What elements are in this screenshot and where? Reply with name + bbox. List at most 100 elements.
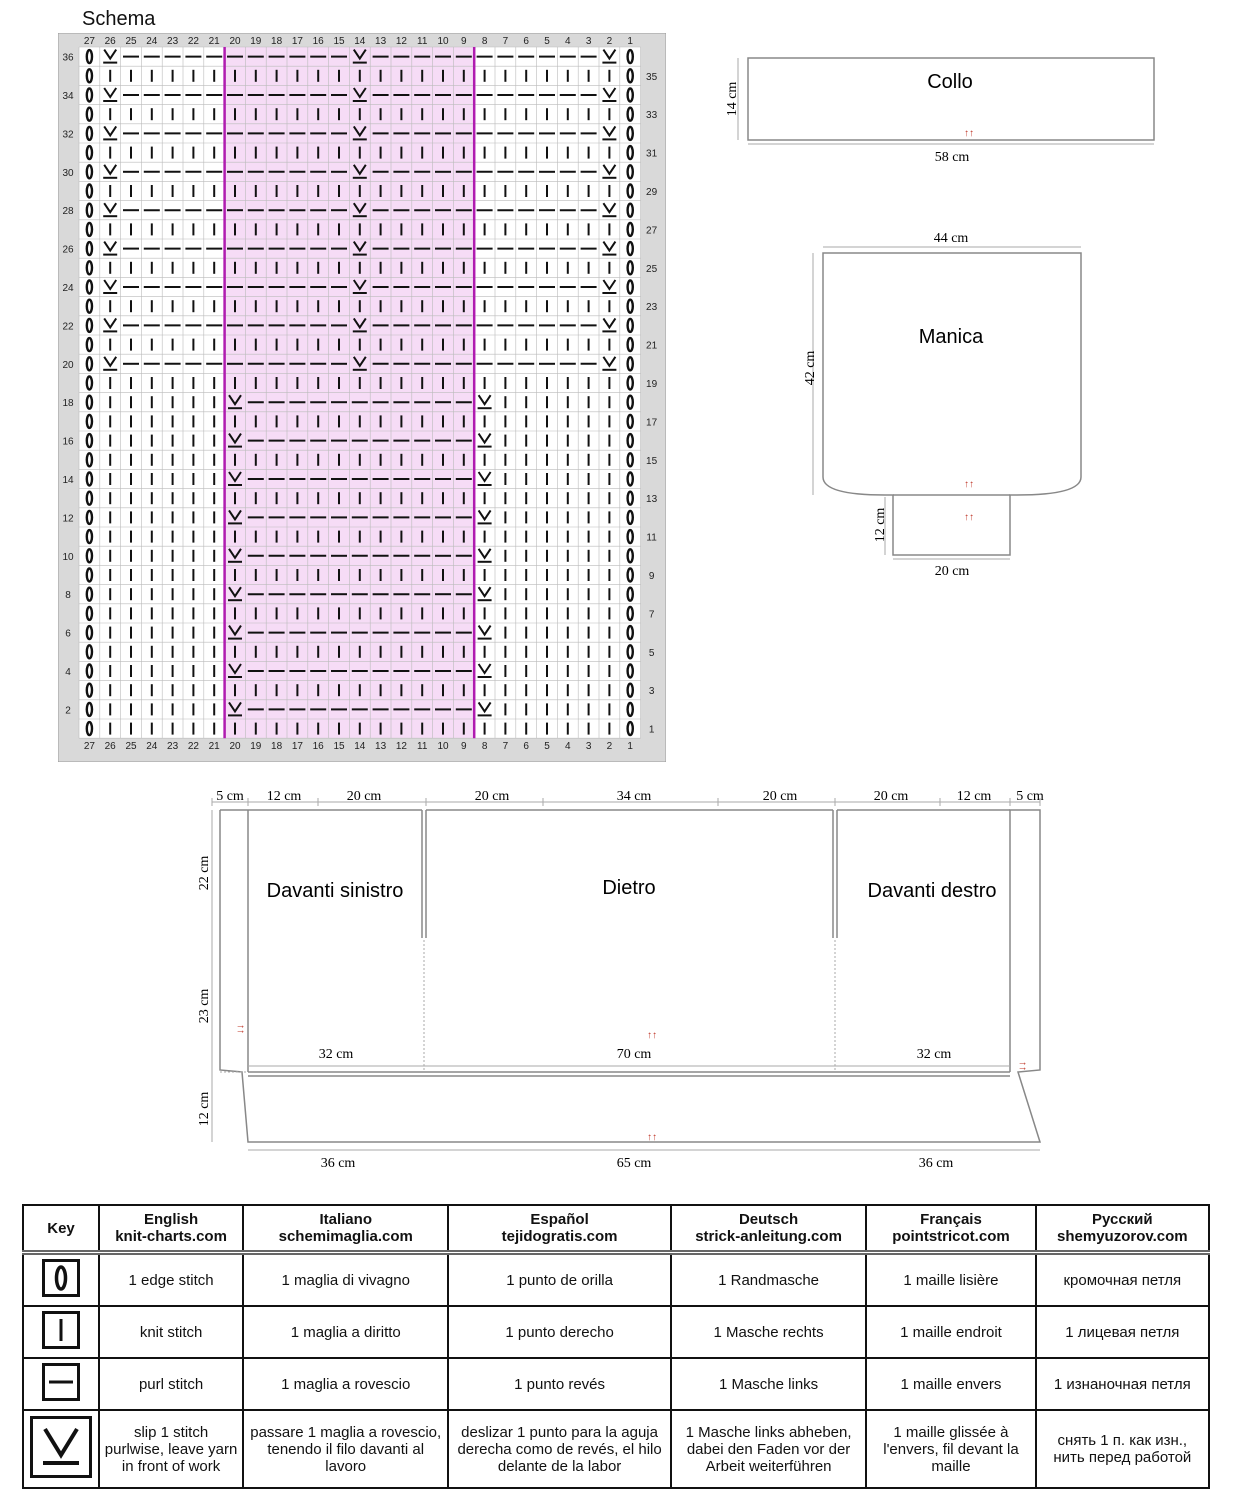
row-number: 21: [646, 341, 658, 352]
row-number: 29: [646, 187, 658, 198]
edge-stitch-mark: [85, 528, 94, 545]
edge-stitch-mark: [626, 663, 635, 679]
edge-stitch-mark: [626, 394, 635, 410]
column-number: 2: [607, 36, 613, 47]
row-number: 13: [646, 494, 658, 505]
edge-stitch-mark: [85, 125, 94, 142]
row-number: 35: [646, 72, 658, 83]
column-number: 13: [375, 741, 387, 752]
edge-stitch-mark: [626, 106, 635, 122]
slip-purlwise-mark: [602, 49, 617, 61]
column-number: 27: [84, 36, 96, 47]
slip-purlwise-mark: [477, 394, 492, 407]
slip-purlwise-mark: [602, 279, 617, 291]
dim-left-2: 23 cm: [197, 989, 212, 1024]
column-number: 26: [105, 36, 117, 47]
chart-title: Schema: [82, 8, 156, 30]
edge-stitch-mark: [626, 452, 635, 468]
edge-stitch-mark: [626, 202, 635, 218]
edge-stitch-mark: [626, 720, 635, 737]
svg-text:↑↑: ↑↑: [1017, 1061, 1028, 1071]
slip-purlwise-mark: [103, 279, 118, 291]
slip-purlwise-mark: [103, 317, 118, 330]
column-number: 17: [292, 36, 304, 47]
dim-waist-1: 32 cm: [319, 1047, 354, 1062]
slip-purlwise-mark: [352, 202, 367, 215]
column-number: 11: [417, 36, 428, 47]
edge-stitch-mark: [626, 87, 635, 103]
row-number: 2: [65, 705, 71, 716]
slip-purlwise-mark: [352, 241, 367, 253]
edge-stitch-mark: [85, 394, 94, 410]
column-number: 4: [565, 741, 571, 752]
column-number: 10: [437, 741, 449, 752]
column-number: 10: [437, 36, 449, 47]
column-number: 1: [627, 36, 633, 47]
column-number: 25: [125, 36, 137, 47]
row-number: 18: [62, 398, 74, 409]
dim-top-7: 20 cm: [874, 789, 909, 804]
row-number: 36: [62, 53, 74, 64]
row-number: 25: [646, 264, 658, 275]
edge-stitch-mark: [85, 87, 94, 103]
edge-stitch-mark: [85, 413, 94, 430]
manica-height: 42 cm: [803, 351, 818, 386]
row-number: 30: [62, 168, 74, 179]
column-number: 6: [523, 741, 529, 752]
slip-purlwise-mark: [602, 87, 617, 99]
edge-stitch-mark: [626, 567, 635, 583]
panel-dietro: Dietro: [602, 877, 655, 899]
column-number: 22: [188, 741, 200, 752]
column-number: 14: [354, 741, 366, 752]
edge-stitch-mark: [626, 490, 635, 506]
column-number: 18: [271, 741, 283, 752]
slip-purlwise-mark: [352, 49, 367, 61]
slip-purlwise-mark: [228, 509, 242, 522]
edge-stitch-mark: [626, 144, 635, 161]
table-row: knit stitch 1 maglia a diritto 1 punto d…: [22, 1305, 1211, 1359]
column-number: 20: [229, 36, 241, 47]
slip-purlwise-mark: [103, 202, 118, 215]
slip-purlwise-mark: [352, 164, 367, 176]
svg-text:↑↑: ↑↑: [647, 1132, 657, 1143]
dim-top-2: 12 cm: [267, 789, 302, 804]
edge-stitch-mark: [626, 624, 635, 641]
column-number: 15: [333, 741, 345, 752]
edge-stitch-mark: [85, 567, 94, 583]
row-number: 32: [62, 129, 74, 140]
edge-stitch-mark: [85, 240, 94, 257]
column-number: 11: [417, 741, 428, 752]
column-number: 8: [482, 36, 488, 47]
column-number: 18: [271, 36, 283, 47]
slip-purlwise-mark: [352, 279, 367, 291]
edge-stitch-icon: [42, 1259, 80, 1297]
row-number: 24: [62, 283, 74, 294]
dim-waist-2: 70 cm: [617, 1047, 652, 1062]
column-number: 3: [586, 36, 592, 47]
edge-stitch-mark: [85, 471, 94, 487]
edge-stitch-mark: [626, 298, 635, 314]
svg-text:↑↑: ↑↑: [647, 1030, 657, 1041]
edge-stitch-mark: [626, 682, 635, 698]
manica-top-width: 44 cm: [934, 231, 969, 246]
column-number: 2: [607, 741, 613, 752]
slip-purlwise-mark: [602, 202, 617, 215]
panel-davanti-sinistro: Davanti sinistro: [267, 880, 404, 902]
stitch-chart: 2727262625252424232322222121202019191818…: [58, 33, 666, 762]
slip-purlwise-mark: [352, 356, 367, 368]
edge-stitch-mark: [85, 586, 94, 602]
edge-stitch-mark: [85, 624, 94, 641]
edge-stitch-mark: [626, 413, 635, 430]
column-number: 21: [209, 741, 221, 752]
slip-purlwise-mark: [103, 241, 118, 253]
slip-purlwise-mark: [477, 701, 492, 714]
slip-purlwise-mark: [228, 433, 242, 445]
dim-bottom-3: 36 cm: [919, 1156, 954, 1171]
row-number: 23: [646, 302, 658, 313]
slip-purlwise-mark: [477, 471, 492, 483]
edge-stitch-mark: [85, 509, 94, 526]
edge-stitch-mark: [85, 106, 94, 122]
slip-purlwise-mark: [602, 356, 617, 368]
row-number: 9: [649, 571, 655, 582]
row-number: 33: [646, 110, 658, 121]
